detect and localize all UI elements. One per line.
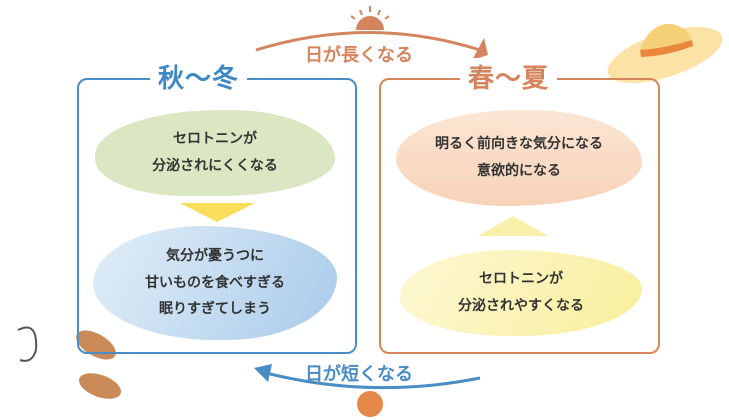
sun-icon	[350, 6, 390, 30]
up-triangle	[478, 216, 548, 236]
days-shorter-label: 日が短くなる	[305, 364, 413, 385]
straw-hat-icon	[607, 23, 723, 83]
ss-effect-line: 意欲的になる	[477, 163, 561, 179]
aw-effect-line: 眠りすぎてしまう	[159, 301, 271, 318]
aw-effects-blob: 気分が憂うつに 甘いものを食べすぎる 眠りすぎてしまう	[93, 226, 337, 340]
ss-cause-line: 分泌されやすくなる	[458, 298, 584, 314]
top-arrow-head	[472, 38, 488, 60]
bottom-arrow-line	[261, 370, 481, 390]
aw-cause-line: 分泌されにくくなる	[152, 158, 278, 174]
bottom-arrow-head	[254, 364, 272, 382]
ss-effect-line: 明るく前向きな気分になる	[435, 136, 603, 153]
aw-cause-blob: セロトニンが 分泌されにくくなる	[95, 110, 335, 196]
sun-icon	[357, 391, 383, 417]
down-triangle	[180, 203, 255, 222]
aw-effect-line: 甘いものを食べすぎる	[145, 274, 285, 291]
aw-cause-line: セロトニンが	[173, 131, 257, 148]
top-arrow-line	[255, 31, 481, 52]
autumn-winter-title: 秋〜冬	[150, 58, 248, 95]
days-longer-label: 日が長くなる	[305, 45, 413, 66]
ss-cause-blob: セロトニンが 分泌されやすくなる	[400, 250, 642, 336]
ss-cause-line: セロトニンが	[479, 271, 563, 288]
spring-summer-title: 春〜夏	[460, 58, 558, 95]
ss-effects-blob: 明るく前向きな気分になる 意欲的になる	[396, 110, 642, 206]
aw-effect-line: 気分が憂うつに	[166, 248, 264, 265]
